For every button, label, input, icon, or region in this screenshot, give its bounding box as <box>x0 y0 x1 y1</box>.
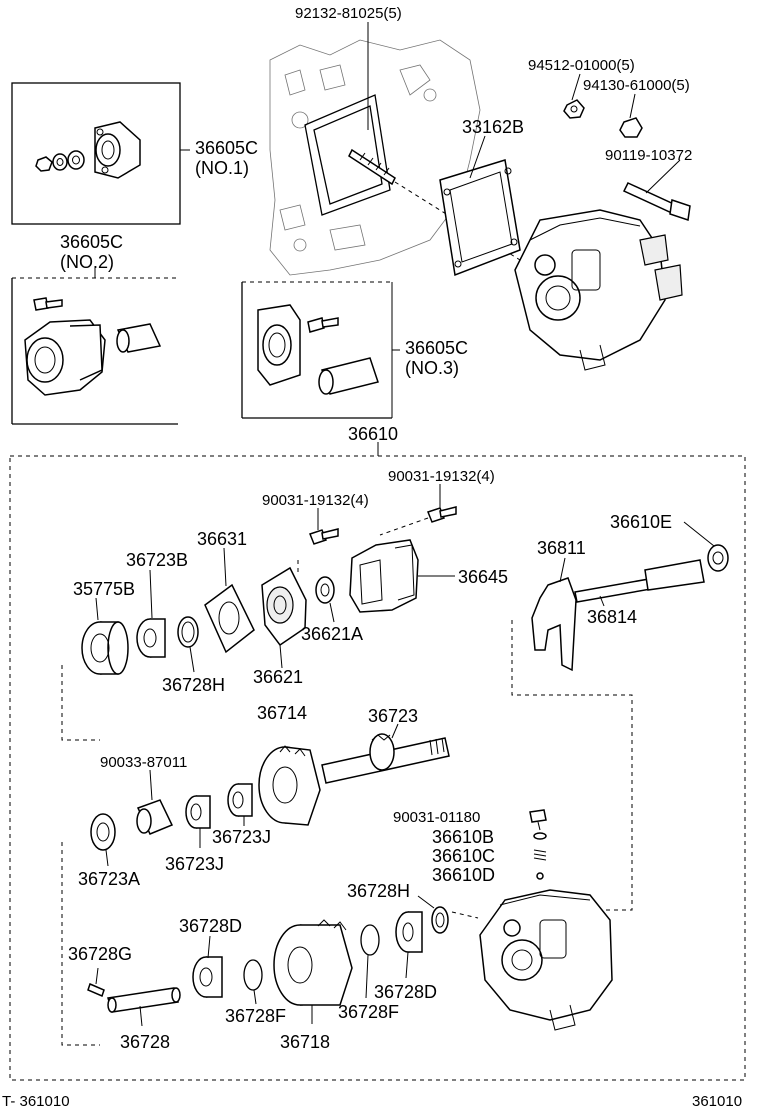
pto-housing-lower <box>479 889 613 1031</box>
bolt-90119-10372 <box>622 159 691 221</box>
gear-36714 <box>258 745 321 826</box>
seal-36610E <box>683 521 729 572</box>
label-36728F-right: 36728F <box>338 1002 399 1022</box>
washer-94130 <box>619 117 643 138</box>
label-36610B: 36610B <box>432 827 494 847</box>
label-36610C: 36610C <box>432 846 495 866</box>
label-36723J-right: 36723J <box>212 827 271 847</box>
label-36605C-no1: 36605C <box>195 138 258 158</box>
gasket-33162B <box>439 159 521 277</box>
needle-bearing-36723J-2 <box>227 783 253 826</box>
shaft-36814 <box>574 559 705 607</box>
snap-ring-36728F-left <box>243 959 263 1005</box>
shaft-36728 <box>107 987 181 1027</box>
label-36610E: 36610E <box>610 512 672 532</box>
bearing-36728D-right <box>395 911 423 979</box>
label-92132-81025: 92132-81025(5) <box>295 5 402 22</box>
kit-no1-box <box>11 82 190 225</box>
snap-ring-36728F-right <box>360 924 380 999</box>
fork-guide-dashes <box>511 620 633 911</box>
label-94130-61000: 94130-61000(5) <box>583 77 690 94</box>
label-36714: 36714 <box>257 703 307 723</box>
label-90031-19132-right: 90031-19132(4) <box>388 468 495 485</box>
footer-right-code: 361010 <box>692 1093 742 1110</box>
label-36621: 36621 <box>253 667 303 687</box>
label-36645: 36645 <box>458 567 508 587</box>
label-36728F-left: 36728F <box>225 1006 286 1026</box>
label-36718: 36718 <box>280 1032 330 1052</box>
bearing-36728D-left <box>192 935 223 998</box>
label-36728G: 36728G <box>68 944 132 964</box>
gasket-36631 <box>204 547 255 654</box>
label-36728D-left: 36728D <box>179 916 242 936</box>
label-36728H-lower: 36728H <box>347 881 410 901</box>
label-35775B: 35775B <box>73 579 135 599</box>
footer-left-code: T- 361010 <box>2 1093 70 1110</box>
label-90031-19132-left: 90031-19132(4) <box>262 492 369 509</box>
seal-35775B <box>61 597 129 741</box>
label-36610D: 36610D <box>432 865 495 885</box>
needle-bearing-36723J-1 <box>185 795 211 848</box>
upper-leaders <box>367 22 636 179</box>
sleeve-90033-87011 <box>136 769 174 835</box>
pto-housing-upper <box>514 209 683 371</box>
label-33162B: 33162B <box>462 117 524 137</box>
label-36811: 36811 <box>537 538 586 558</box>
gear-36718 <box>273 919 353 1024</box>
label-90119-10372: 90119-10372 <box>605 147 692 164</box>
label-36728D-right: 36728D <box>374 982 437 1002</box>
label-36631: 36631 <box>197 529 247 549</box>
housing-36645 <box>349 539 455 613</box>
bearing-36723B <box>136 569 166 658</box>
label-36605C-no2: 36605C <box>60 232 123 252</box>
label-36728: 36728 <box>120 1032 170 1052</box>
label-36605C-no3-sub: (NO.3) <box>405 358 459 378</box>
label-36723J-left: 36723J <box>165 854 224 874</box>
kit-no3-box <box>241 281 400 419</box>
label-90031-01180: 90031-01180 <box>393 809 480 826</box>
label-36723B: 36723B <box>126 550 188 570</box>
shift-fork-36811 <box>531 557 577 672</box>
nut-94512 <box>563 99 585 119</box>
kit-no2-box <box>11 266 178 425</box>
label-94512-01000: 94512-01000(5) <box>528 57 635 74</box>
pin-36728G <box>87 967 105 998</box>
label-36605C-no1-sub: (NO.1) <box>195 158 249 178</box>
label-36723A: 36723A <box>78 869 140 889</box>
label-36605C-no3: 36605C <box>405 338 468 358</box>
shaft-36723 <box>321 723 450 784</box>
label-36728H-upper: 36728H <box>162 675 225 695</box>
bolt-90031-19132-right <box>379 484 457 536</box>
seal-36621A <box>315 576 335 623</box>
part-labels: 92132-81025(5) 94512-01000(5) 94130-6100… <box>60 5 692 1052</box>
assembly-box-36610 <box>9 442 746 1081</box>
shim-36728H <box>177 616 199 673</box>
cover-36621 <box>261 560 307 669</box>
bolt-90031-19132-left <box>309 508 339 545</box>
label-36621A: 36621A <box>301 624 363 644</box>
seal-36723A <box>61 813 116 1046</box>
label-36723: 36723 <box>368 706 418 726</box>
label-36814: 36814 <box>587 607 637 627</box>
label-36610: 36610 <box>348 424 398 444</box>
label-90033-87011: 90033-87011 <box>100 754 187 771</box>
label-36605C-no2-sub: (NO.2) <box>60 252 114 272</box>
transmission-case <box>269 39 521 276</box>
detent-parts <box>529 809 547 880</box>
shim-36728H-lower <box>417 895 479 934</box>
